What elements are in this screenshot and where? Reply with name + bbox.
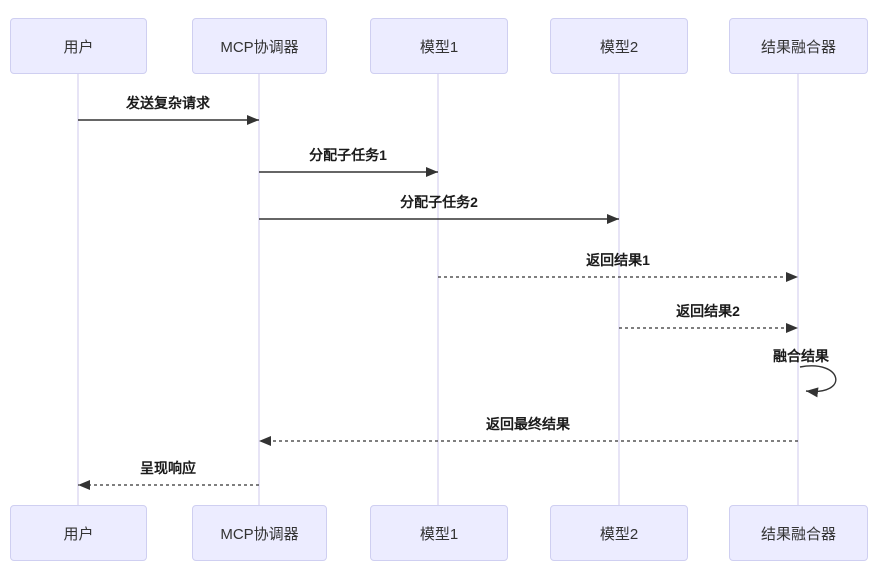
message-label-return-final-result: 返回最终结果 — [486, 416, 570, 432]
actor-bottom-model1: 模型1 — [370, 505, 508, 561]
message-label-fuse-results: 融合结果 — [773, 348, 829, 364]
self-loop-fuse-results — [799, 365, 837, 398]
actor-top-model2: 模型2 — [550, 18, 688, 74]
actor-top-result-fuser: 结果融合器 — [729, 18, 868, 74]
message-label-return-result2: 返回结果2 — [676, 303, 740, 319]
actor-label: 模型2 — [599, 38, 639, 56]
message-label-present-response: 呈现响应 — [140, 460, 196, 476]
actor-top-mcp-coordinator: MCP协调器 — [192, 18, 327, 74]
actor-label: 用户 — [63, 525, 94, 543]
actor-top-model1: 模型1 — [370, 18, 508, 74]
actor-label: MCP协调器 — [220, 38, 299, 56]
actor-bottom-model2: 模型2 — [550, 505, 688, 561]
actor-label: 模型2 — [599, 525, 639, 543]
actor-top-user: 用户 — [10, 18, 147, 74]
actor-label: 用户 — [63, 38, 94, 56]
actor-label: 模型1 — [419, 525, 459, 543]
actor-label: 结果融合器 — [760, 525, 836, 543]
actor-label: 结果融合器 — [760, 38, 836, 56]
actor-bottom-user: 用户 — [10, 505, 147, 561]
message-label-return-result1: 返回结果1 — [586, 252, 650, 268]
message-label-assign-subtask2: 分配子任务2 — [400, 194, 478, 210]
actor-bottom-mcp-coordinator: MCP协调器 — [192, 505, 327, 561]
actor-label: MCP协调器 — [220, 525, 299, 543]
message-label-assign-subtask1: 分配子任务1 — [309, 147, 387, 163]
actor-label: 模型1 — [419, 38, 459, 56]
actor-bottom-result-fuser: 结果融合器 — [729, 505, 868, 561]
message-label-send-complex-request: 发送复杂请求 — [126, 95, 210, 111]
